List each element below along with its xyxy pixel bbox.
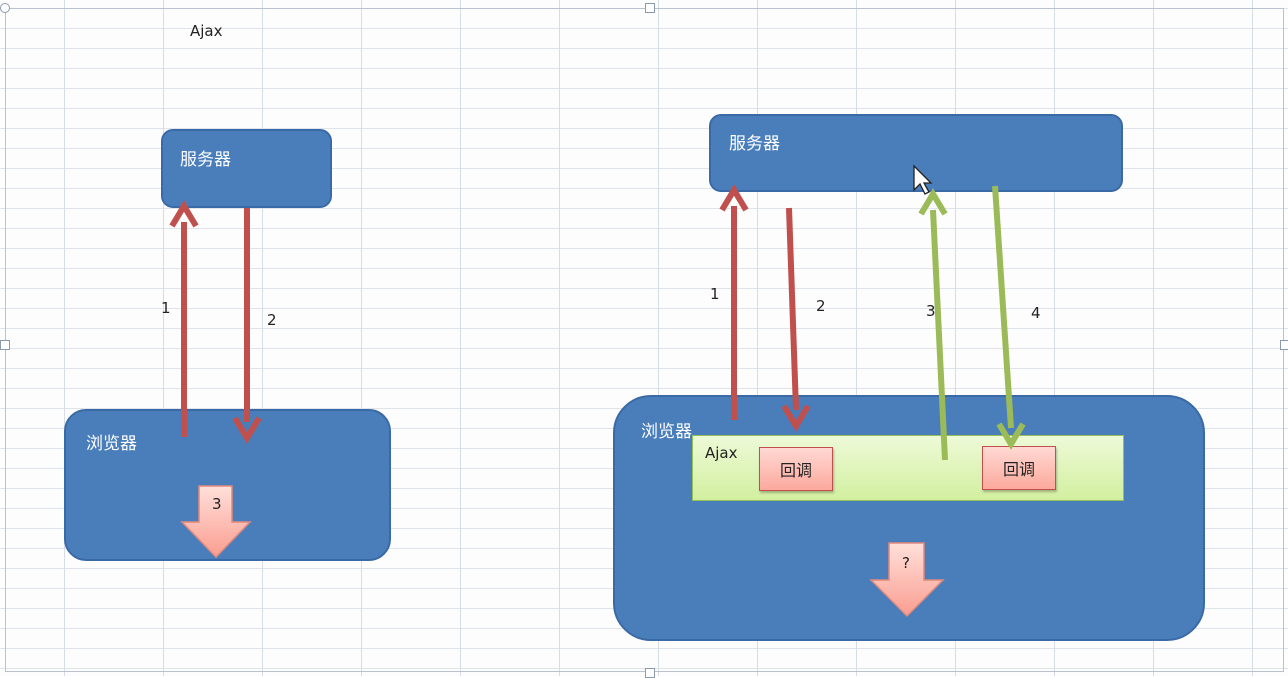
resize-handle-top-center[interactable]	[645, 3, 655, 13]
left-arrow-2-down	[232, 208, 262, 444]
right-arrow-3-up	[918, 188, 948, 461]
ajax-label: Ajax	[705, 444, 738, 462]
resize-handle-middle-left[interactable]	[0, 340, 10, 350]
mouse-cursor-icon	[913, 164, 933, 195]
left-down-arrow-label: 3	[212, 495, 222, 513]
left-down-arrow-3	[180, 485, 252, 559]
right-arrow-4-down	[992, 185, 1026, 450]
right-browser-label: 浏览器	[641, 422, 692, 442]
right-arrow-1-label: 1	[710, 285, 720, 303]
right-arrow-1-up	[719, 184, 749, 420]
resize-handle-top-left[interactable]	[0, 3, 10, 13]
right-down-arrow-label: ?	[902, 554, 910, 572]
right-down-arrow-question	[869, 542, 945, 618]
right-server-label: 服务器	[729, 134, 780, 154]
callback-box-2[interactable]: 回调	[982, 446, 1056, 490]
left-browser-label: 浏览器	[86, 434, 137, 454]
resize-handle-middle-right[interactable]	[1280, 340, 1288, 350]
left-server-box[interactable]: 服务器	[161, 129, 332, 208]
right-arrow-2-label: 2	[816, 297, 826, 315]
callback-box-1[interactable]: 回调	[759, 447, 833, 491]
left-arrow-2-label: 2	[267, 311, 277, 329]
left-server-label: 服务器	[180, 150, 231, 170]
right-arrow-3-label: 3	[926, 302, 936, 320]
left-arrow-1-label: 1	[161, 299, 171, 317]
right-arrow-4-label: 4	[1031, 304, 1041, 322]
left-arrow-1-up	[169, 200, 199, 437]
diagram-title: Ajax	[190, 22, 223, 40]
right-arrow-2-down	[781, 207, 811, 432]
